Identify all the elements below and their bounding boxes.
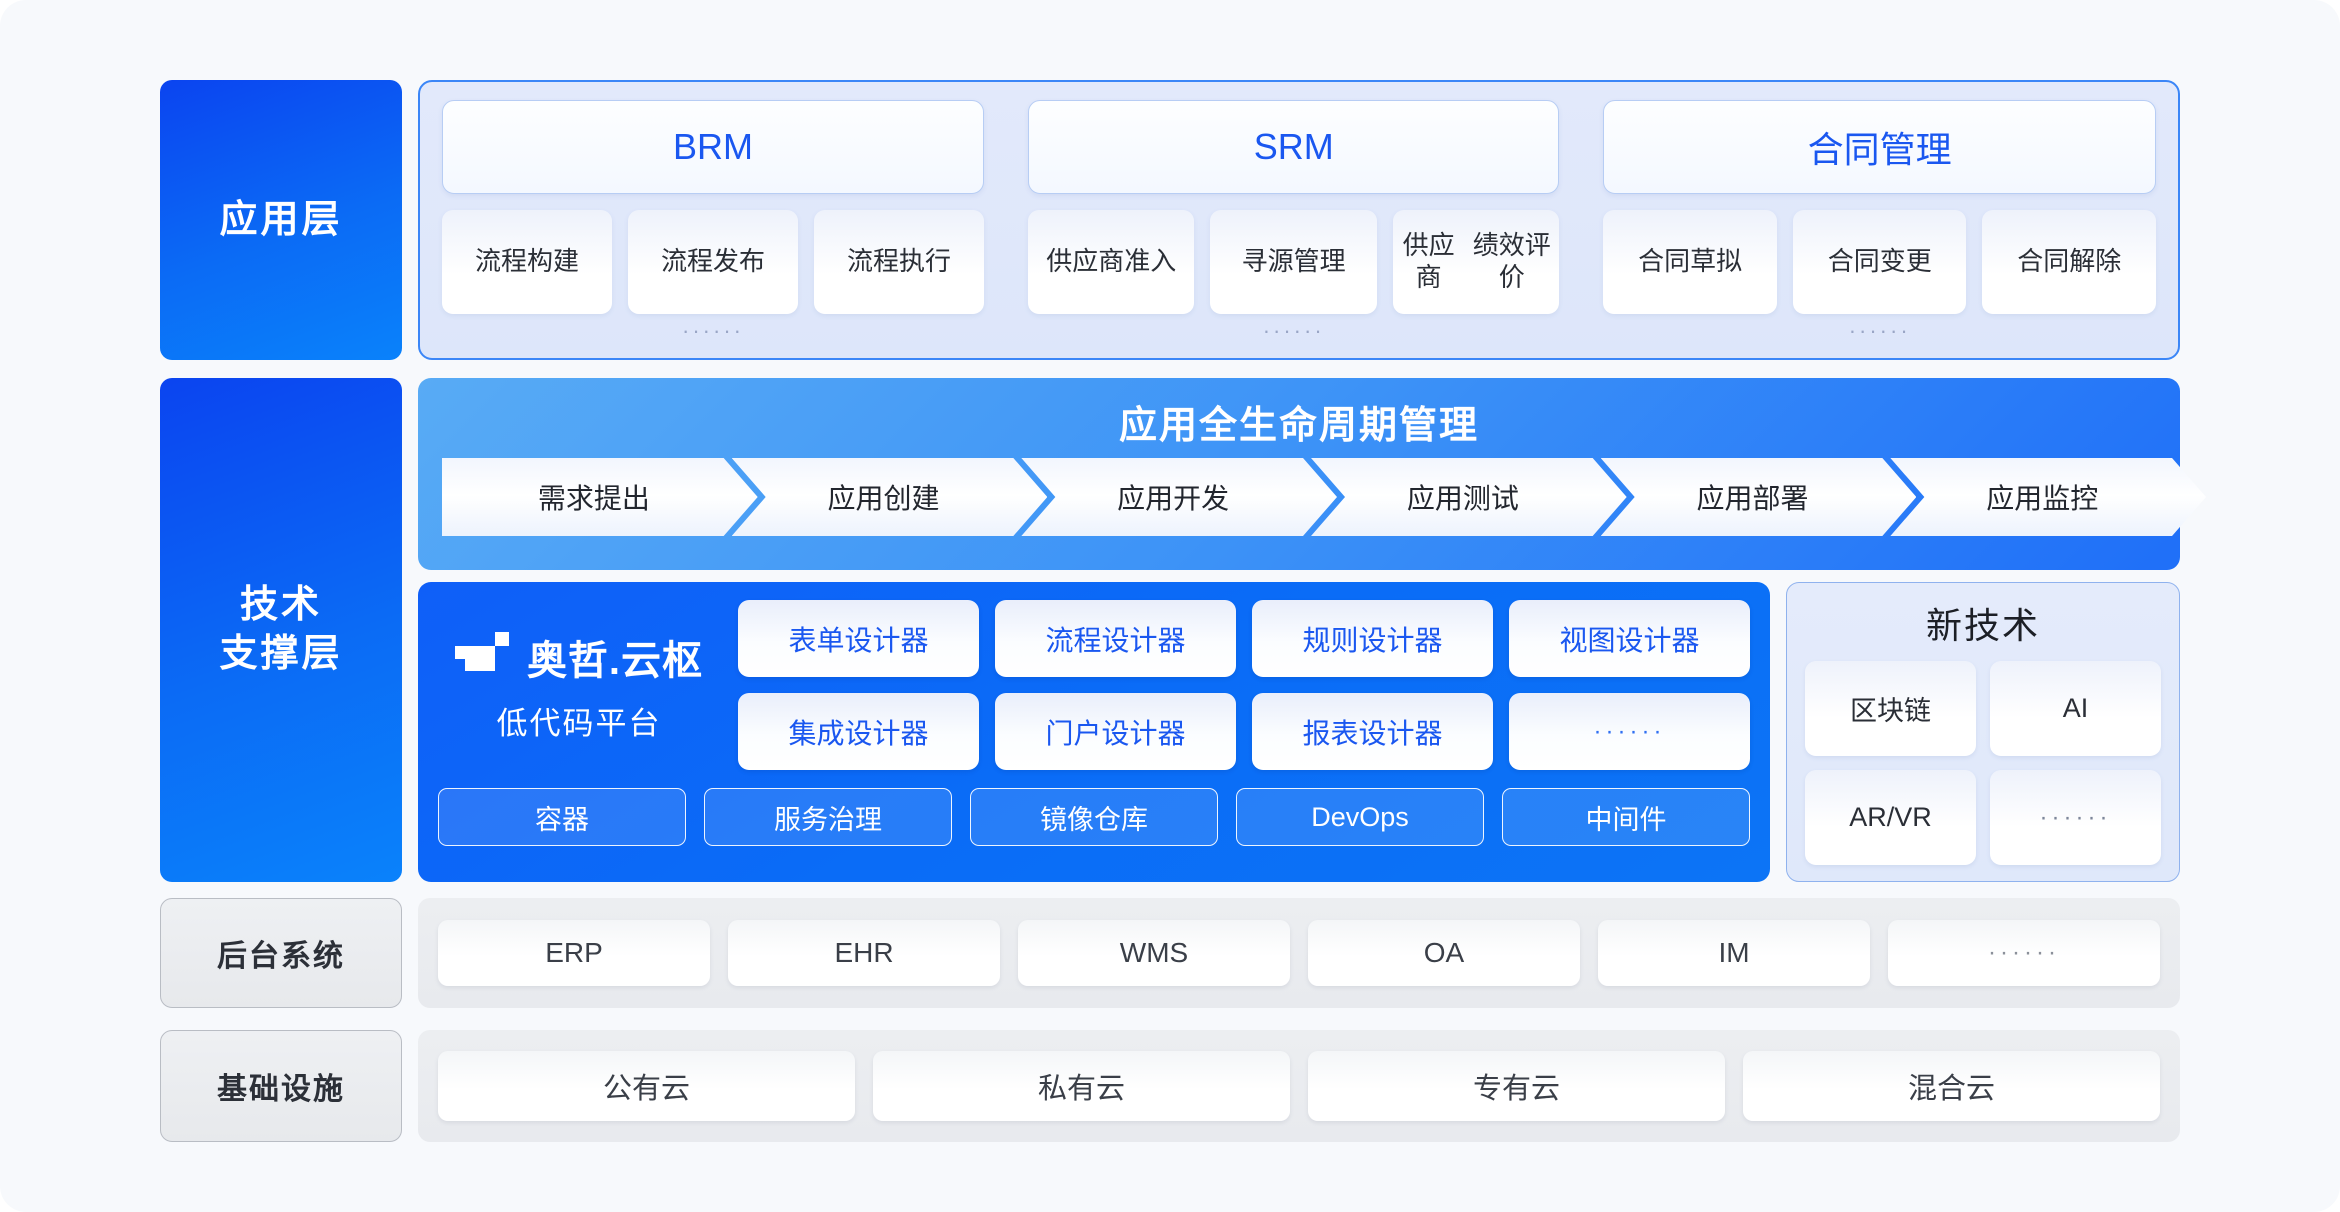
backend-system-item[interactable]: EHR [728, 920, 1000, 986]
new-tech-panel: 新技术 区块链 AI AR/VR ······ [1786, 582, 2180, 882]
layer-label-tech-line1: 技术 [239, 584, 322, 627]
designer-item[interactable]: 视图设计器 [1509, 600, 1750, 677]
lifecycle-stage-label: 应用开发 [1117, 483, 1230, 514]
infrastructure-panel: 公有云 私有云 专有云 混合云 [418, 1030, 2180, 1142]
lifecycle-stage[interactable]: 应用监控 [1890, 458, 2206, 536]
layer-label-backend-text: 后台系统 [217, 940, 345, 973]
platform-infra-item[interactable]: 中间件 [1502, 788, 1750, 846]
app-item[interactable]: 合同草拟 [1603, 210, 1777, 314]
new-tech-item[interactable]: AI [1990, 661, 2161, 756]
platform-infra-item[interactable]: DevOps [1236, 788, 1484, 846]
lifecycle-stage-label: 应用部署 [1696, 483, 1809, 514]
layer-label-application: 应用层 [160, 80, 402, 360]
backend-systems-panel: ERP EHR WMS OA IM ······ [418, 898, 2180, 1008]
layer-label-tech-line2: 支撑层 [219, 633, 343, 675]
lifecycle-band: 应用全生命周期管理 需求提出 应用创建 应用开发 应用测试 应用部署 应用监控 [418, 378, 2180, 570]
backend-system-item[interactable]: OA [1308, 920, 1580, 986]
new-tech-item-more[interactable]: ······ [1990, 770, 2161, 865]
app-group-title-contract[interactable]: 合同管理 [1603, 100, 2156, 194]
platform-infra-item[interactable]: 服务治理 [704, 788, 952, 846]
new-tech-grid: 区块链 AI AR/VR ······ [1805, 661, 2161, 865]
brand-name: 奥哲.云枢 [526, 638, 704, 683]
lowcode-platform-panel: 奥哲.云枢 低代码平台 表单设计器 流程设计器 规则设计器 视图设计器 集成设计… [418, 582, 1770, 882]
brand-subtitle: 低代码平台 [496, 705, 662, 741]
app-group-srm: SRM 供应商准入 寻源管理 供应商绩效评价 ······ [1028, 100, 1560, 344]
brand-block: 奥哲.云枢 低代码平台 [438, 600, 720, 770]
lifecycle-stage[interactable]: 应用创建 [732, 458, 1048, 536]
new-tech-item[interactable]: 区块链 [1805, 661, 1976, 756]
new-tech-item[interactable]: AR/VR [1805, 770, 1976, 865]
lifecycle-stage-label: 应用创建 [827, 483, 940, 514]
app-item[interactable]: 流程执行 [814, 210, 984, 314]
app-item[interactable]: 流程发布 [628, 210, 798, 314]
designer-item[interactable]: 规则设计器 [1252, 600, 1493, 677]
app-group-items-srm: 供应商准入 寻源管理 供应商绩效评价 [1028, 210, 1560, 314]
brand-row: 奥哲.云枢 [454, 628, 704, 686]
infrastructure-item[interactable]: 专有云 [1308, 1051, 1725, 1121]
backend-system-item[interactable]: IM [1598, 920, 1870, 986]
app-item[interactable]: 供应商绩效评价 [1392, 210, 1560, 314]
app-item[interactable]: 寻源管理 [1210, 210, 1377, 314]
aozhe-flag-logo-icon [454, 631, 509, 671]
lifecycle-stage-label: 需求提出 [537, 483, 650, 514]
platform-infra-item[interactable]: 镜像仓库 [970, 788, 1218, 846]
designer-item[interactable]: 流程设计器 [995, 600, 1236, 677]
lifecycle-stage[interactable]: 需求提出 [442, 458, 758, 536]
new-tech-title: 新技术 [1925, 605, 2040, 646]
layer-label-technical-support: 技术 支撑层 [160, 378, 402, 882]
platform-infra-row: 容器 服务治理 镜像仓库 DevOps 中间件 [438, 788, 1750, 846]
lifecycle-stage[interactable]: 应用测试 [1311, 458, 1627, 536]
app-group-more-contract: ······ [1848, 318, 1911, 343]
app-group-items-brm: 流程构建 流程发布 流程执行 [442, 210, 984, 314]
lifecycle-stage-label: 应用测试 [1406, 483, 1519, 514]
lifecycle-stage-list: 需求提出 应用创建 应用开发 应用测试 应用部署 应用监控 [442, 458, 2180, 536]
app-group-title-srm[interactable]: SRM [1028, 100, 1560, 194]
designer-grid: 表单设计器 流程设计器 规则设计器 视图设计器 集成设计器 门户设计器 报表设计… [738, 600, 1750, 770]
layer-label-technical-support-text: 技术 支撑层 [219, 581, 342, 678]
layer-label-infrastructure-text: 基础设施 [217, 1073, 345, 1106]
app-item[interactable]: 合同解除 [1982, 210, 2157, 314]
app-group-contract: 合同管理 合同草拟 合同变更 合同解除 ······ [1603, 100, 2157, 344]
designer-item[interactable]: 集成设计器 [738, 693, 979, 770]
backend-system-item[interactable]: WMS [1018, 920, 1290, 986]
lifecycle-stage[interactable]: 应用开发 [1021, 458, 1337, 536]
designer-item[interactable]: 表单设计器 [738, 600, 979, 677]
designer-item-more[interactable]: ······ [1509, 693, 1750, 770]
layer-label-infrastructure: 基础设施 [160, 1030, 402, 1142]
application-layer-panel: BRM 流程构建 流程发布 流程执行 ······ SRM 供应商准入 寻源管理… [418, 80, 2180, 360]
lifecycle-stage[interactable]: 应用部署 [1601, 458, 1917, 536]
app-item[interactable]: 合同变更 [1792, 210, 1967, 314]
infrastructure-item[interactable]: 私有云 [873, 1051, 1290, 1121]
app-group-more-brm: ······ [682, 318, 744, 343]
layer-label-application-text: 应用层 [219, 198, 343, 241]
designer-item[interactable]: 门户设计器 [995, 693, 1236, 770]
layer-label-backend-systems: 后台系统 [160, 898, 402, 1008]
platform-infra-item[interactable]: 容器 [438, 788, 686, 846]
app-group-brm: BRM 流程构建 流程发布 流程执行 ······ [442, 100, 984, 344]
infrastructure-item[interactable]: 公有云 [438, 1051, 855, 1121]
infrastructure-item[interactable]: 混合云 [1743, 1051, 2160, 1121]
app-group-items-contract: 合同草拟 合同变更 合同解除 [1603, 210, 2157, 314]
app-item[interactable]: 流程构建 [442, 210, 612, 314]
backend-system-item[interactable]: ERP [438, 920, 710, 986]
app-item[interactable]: 供应商准入 [1028, 210, 1195, 314]
lowcode-top-row: 奥哲.云枢 低代码平台 表单设计器 流程设计器 规则设计器 视图设计器 集成设计… [438, 600, 1750, 770]
app-group-title-brm[interactable]: BRM [442, 100, 984, 194]
backend-system-item-more[interactable]: ······ [1888, 920, 2160, 986]
app-group-more-srm: ······ [1262, 318, 1325, 343]
lifecycle-title: 应用全生命周期管理 [1118, 405, 1479, 447]
designer-item[interactable]: 报表设计器 [1252, 693, 1493, 770]
lifecycle-stage-label: 应用监控 [1986, 483, 2099, 514]
